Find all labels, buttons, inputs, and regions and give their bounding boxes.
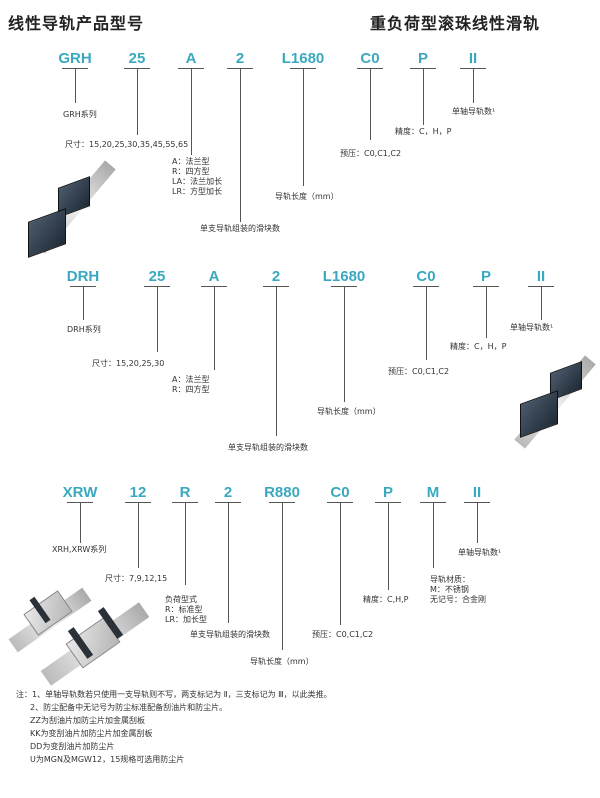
label-type: A：法兰型: [172, 157, 210, 166]
label-type: R：四方型: [172, 385, 210, 394]
leader-line: [486, 286, 487, 338]
code-segment: P: [382, 484, 394, 501]
code-segment: R: [179, 484, 191, 501]
label-blocks: 单支导轨组装的滑块数: [228, 443, 308, 452]
label-type: R：四方型: [172, 167, 210, 176]
leader-line: [423, 68, 424, 125]
code-segment: 25: [128, 50, 146, 67]
label-rails: 单轴导轨数¹: [452, 107, 496, 116]
code-segment: C0: [330, 484, 350, 501]
label-accuracy: 精度：C，H，P: [395, 127, 452, 136]
code-segment: 2: [223, 484, 233, 501]
code-segment: GRH: [58, 50, 92, 67]
code-segment: L1680: [281, 50, 325, 67]
leader-line: [185, 502, 186, 585]
code-segment: II: [472, 484, 482, 501]
label-type: LR：加长型: [165, 615, 208, 624]
leader-line: [370, 68, 371, 140]
code-segment: C0: [416, 268, 436, 285]
page-subtitle: 重负荷型滚珠线性滑轨: [370, 14, 541, 33]
label-length: 导轨长度（mm）: [275, 192, 339, 201]
leader-line: [433, 502, 434, 568]
leader-line: [191, 68, 192, 155]
leader-line: [83, 286, 84, 320]
label-type: LR：方型加长: [172, 187, 223, 196]
note-line: 2、防尘配备中无记号为防尘标准配备刮油片和防尘片。: [30, 703, 228, 712]
label-blocks: 单支导轨组装的滑块数: [190, 630, 270, 639]
leader-line: [426, 286, 427, 360]
label-size: 尺寸：15,20,25,30,35,45,55,65: [65, 140, 189, 149]
code-segment: II: [536, 268, 546, 285]
label-size: 尺寸：15,20,25,30: [92, 359, 165, 368]
leader-line: [137, 68, 138, 135]
label-type: A：法兰型: [172, 375, 210, 384]
label-length: 导轨长度（mm）: [250, 657, 314, 666]
code-segment: R880: [264, 484, 300, 501]
label-size: 尺寸：7,9,12,15: [105, 574, 168, 583]
leader-line: [157, 286, 158, 352]
note-line: DD为变刮油片加防尘片: [30, 742, 115, 751]
label-series: GRH系列: [63, 110, 97, 119]
label-preload: 预压：C0,C1,C2: [340, 149, 402, 158]
code-segment: 2: [271, 268, 281, 285]
leader-line: [282, 502, 283, 650]
label-preload: 预压：C0,C1,C2: [312, 630, 374, 639]
code-segment: A: [208, 268, 220, 285]
leader-line: [344, 286, 345, 402]
note-line: KK为变刮油片加防尘片加金属刮板: [30, 729, 153, 738]
page-title: 线性导轨产品型号: [8, 14, 145, 33]
label-type: LA：法兰加长: [172, 177, 223, 186]
code-segment: II: [468, 50, 478, 67]
leader-line: [276, 286, 277, 436]
leader-line: [75, 68, 76, 103]
code-segment: DRH: [66, 268, 100, 285]
leader-line: [541, 286, 542, 320]
leader-line: [303, 68, 304, 186]
code-segment: P: [480, 268, 492, 285]
code-segment: M: [426, 484, 440, 501]
leader-line: [477, 502, 478, 543]
code-segment: XRW: [62, 484, 98, 501]
label-material: 导轨材质：: [430, 575, 470, 584]
label-material: 无记号：合金刚: [430, 595, 486, 604]
code-segment: 25: [148, 268, 166, 285]
code-segment: C0: [360, 50, 380, 67]
leader-line: [473, 68, 474, 103]
label-series: XRH,XRW系列: [52, 545, 107, 554]
code-segment: 12: [129, 484, 147, 501]
leader-line: [340, 502, 341, 625]
label-accuracy: 精度：C，H，P: [450, 342, 507, 351]
product-image-grh: [10, 160, 116, 260]
label-preload: 预压：C0,C1,C2: [388, 367, 450, 376]
leader-line: [138, 502, 139, 568]
note-line: U为MGN及MGW12，15规格可选用防尘片: [30, 755, 185, 764]
note-line: ZZ为刮油片加防尘片加金属刮板: [30, 716, 145, 725]
label-type: 负荷型式: [165, 595, 197, 604]
product-image-xrw: [8, 587, 150, 686]
note-line: 注：1、单轴导轨数若只使用一支导轨则不写，两支标记为 Ⅱ，三支标记为 Ⅲ，以此类…: [16, 690, 332, 699]
label-blocks: 单支导轨组装的滑块数: [200, 224, 280, 233]
label-series: DRH系列: [67, 325, 101, 334]
code-segment: L1680: [322, 268, 366, 285]
label-rails: 单轴导轨数¹: [510, 323, 554, 332]
label-rails: 单轴导轨数¹: [458, 548, 502, 557]
leader-line: [214, 286, 215, 370]
code-segment: 2: [235, 50, 245, 67]
leader-line: [240, 68, 241, 222]
leader-line: [388, 502, 389, 590]
code-segment: P: [417, 50, 429, 67]
label-length: 导轨长度（mm）: [317, 407, 381, 416]
product-image-drh: [505, 355, 596, 449]
label-accuracy: 精度：C,H,P: [363, 595, 409, 604]
label-material: M：不锈钢: [430, 585, 469, 594]
leader-line: [80, 502, 81, 543]
code-segment: A: [185, 50, 197, 67]
label-type: R：标准型: [165, 605, 203, 614]
leader-line: [228, 502, 229, 623]
